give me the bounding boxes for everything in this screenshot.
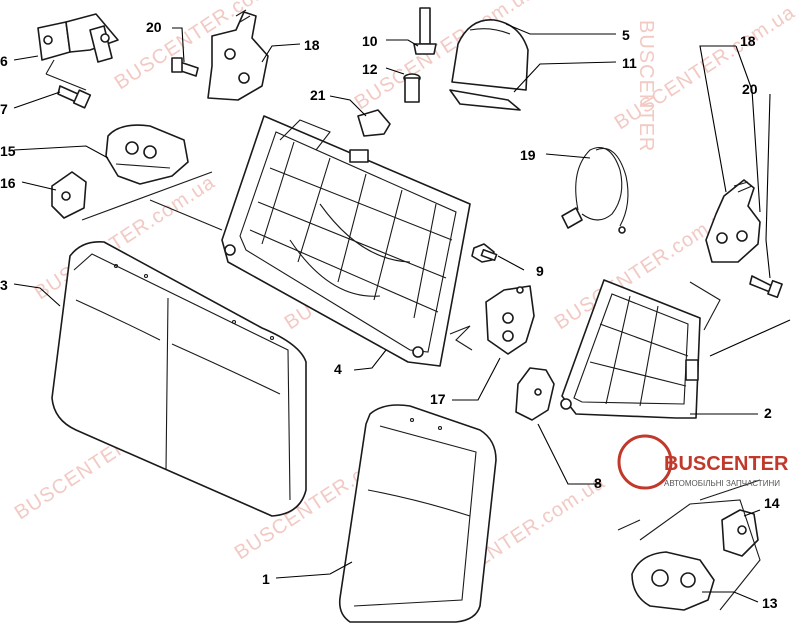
part-20-bolt-right [749, 275, 783, 299]
label-part-7: 7 [0, 101, 8, 117]
part-14-cover [721, 509, 759, 557]
part-17-cover-plate [449, 285, 535, 355]
label-part-6: 6 [0, 53, 8, 69]
part-21-clip [357, 109, 391, 137]
part-5-headrest-cap [451, 19, 529, 91]
part-2-side-backrest-frame [560, 279, 721, 419]
logo-tagline: АВТОМОБІЛЬНІ ЗАПЧАСТИНИ [664, 479, 780, 488]
part-19-cable [561, 146, 629, 234]
label-part-10: 10 [362, 33, 378, 49]
label-part-14: 14 [764, 495, 780, 511]
label-part-4: 4 [334, 361, 342, 377]
label-part-2: 2 [764, 405, 772, 421]
part-number-labels: 20 18 10 12 5 11 21 6 7 15 16 3 19 9 4 1… [0, 19, 780, 611]
label-part-3: 3 [0, 277, 8, 293]
label-part-12: 12 [362, 61, 378, 77]
label-part-18-right: 18 [740, 33, 756, 49]
label-part-5: 5 [622, 27, 630, 43]
label-part-11: 11 [622, 55, 637, 71]
part-7-bolt [57, 85, 92, 109]
part-6-hinge-bracket [37, 13, 119, 91]
label-part-13: 13 [762, 595, 778, 611]
part-18-latch-left [207, 9, 269, 101]
part-9-bolt [471, 243, 498, 263]
part-20-bolt-left [171, 57, 199, 77]
watermark: BUSCENTER [635, 20, 657, 152]
label-part-21: 21 [310, 87, 326, 103]
part-16-block [51, 171, 223, 231]
part-18-latch-right [705, 179, 761, 263]
part-4-backrest-frame [221, 115, 471, 367]
label-part-18: 18 [304, 37, 320, 53]
part-13-pivot-assembly [617, 479, 761, 611]
buscenter-logo: BUSCENTER АВТОМОБІЛЬНІ ЗАПЧАСТИНИ [617, 434, 789, 490]
label-part-8: 8 [594, 475, 602, 491]
part-15-pivot-cover [105, 124, 189, 185]
label-part-20: 20 [146, 19, 162, 35]
label-part-17: 17 [430, 391, 446, 407]
part-11-plate [449, 89, 521, 111]
logo-name: BUSCENTER [664, 453, 789, 475]
part-8-block [515, 367, 555, 421]
label-part-16: 16 [0, 175, 16, 191]
label-part-15: 15 [0, 143, 16, 159]
label-part-19: 19 [520, 147, 536, 163]
part-12-bushing [403, 73, 421, 103]
part-3-seat-cushion [51, 240, 307, 517]
logo-ring-icon [617, 434, 673, 490]
part-10-pin [413, 7, 437, 55]
label-part-20-right: 20 [742, 81, 758, 97]
part-1-seat-cushion [338, 404, 497, 623]
label-part-9: 9 [536, 263, 544, 279]
label-part-1: 1 [262, 571, 270, 587]
leader-lines [13, 23, 791, 603]
